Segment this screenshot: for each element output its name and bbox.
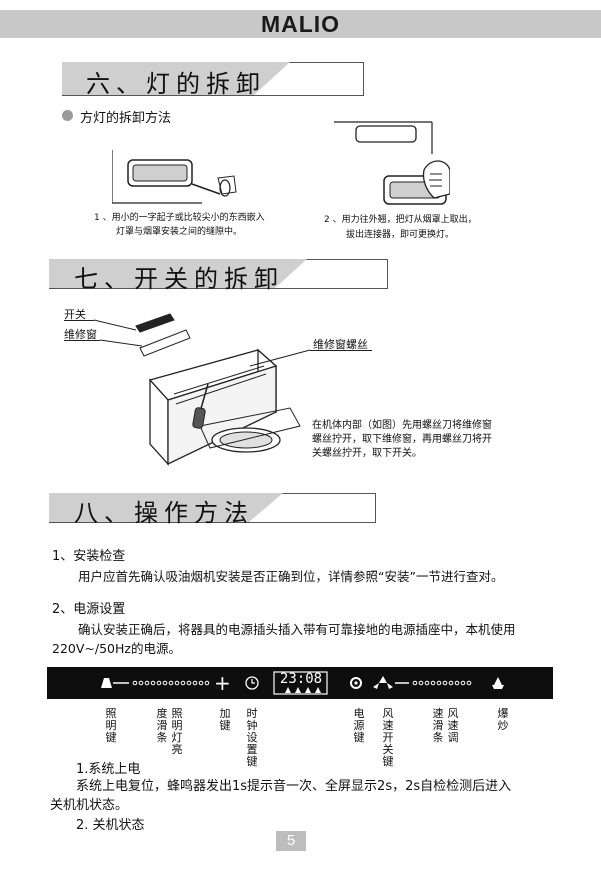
system-heading-2: 2. 关机状态 bbox=[76, 818, 145, 833]
display-fan-indicators bbox=[285, 687, 321, 693]
section8-title: 八、操作方法 bbox=[74, 499, 254, 527]
section6-step2-line1: 2 、用力往外翘，把灯从烟罩上取出， bbox=[324, 215, 477, 225]
range-hood-illustration bbox=[93, 313, 311, 466]
section6-title: 六、灯的拆卸 bbox=[86, 70, 266, 98]
section7-desc-line2: 螺丝拧开，取下维修窗，再用螺丝刀将开 bbox=[312, 434, 492, 445]
page-number: 5 bbox=[276, 831, 306, 851]
lamp-removal-illustration-2 bbox=[334, 121, 450, 205]
item1-text: 用户应首先确认吸油烟机安装是否正确到位，详情参照“安装”一节进行查对。 bbox=[78, 569, 504, 584]
item1-title: 1、安装检查 bbox=[52, 549, 126, 564]
label-fan-key: 风速开关键 bbox=[382, 707, 394, 768]
section6-subtitle: 方灯的拆卸方法 bbox=[80, 111, 172, 126]
section7-desc-line3: 关螺丝拧开，取下开关。 bbox=[312, 448, 422, 459]
section8-banner bbox=[49, 493, 283, 522]
label-window-underline bbox=[64, 340, 100, 341]
section6-step1-line2: 灯罩与烟罩安装之间的缝隙中。 bbox=[116, 227, 243, 237]
item2-text1: 确认安装正确后，将器具的电源插头插入带有可靠接地的电源插座中，本机使用 bbox=[78, 622, 516, 637]
lamp-removal-illustration-1 bbox=[112, 150, 237, 204]
label-light-key: 照明键 bbox=[105, 707, 117, 744]
label-screw: 维修窗螺丝 bbox=[313, 338, 368, 351]
label-switch: 开关 bbox=[64, 308, 86, 321]
item2-text2: 220V~/50Hz的电源。 bbox=[52, 641, 181, 656]
item2-title: 2、电源设置 bbox=[52, 602, 126, 617]
label-light-on: 照明灯亮 bbox=[171, 707, 183, 756]
label-switch-underline bbox=[64, 320, 94, 321]
label-plus-key: 加键 bbox=[219, 707, 231, 732]
system-text-1a: 系统上电复位，蜂鸣器发出1s提示音一次、全屏显示2s，2s自检检测后进入 bbox=[76, 779, 512, 794]
label-clock-key: 时钟设置键 bbox=[246, 707, 258, 768]
section7-title: 七、开关的拆卸 bbox=[74, 265, 284, 293]
section7-desc-line1: 在机体内部（如图）先用螺丝刀将维修窗 bbox=[312, 420, 492, 431]
bullet-dot bbox=[62, 110, 73, 121]
brand-logo: MALIO bbox=[260, 11, 341, 37]
system-heading-1: 1.系统上电 bbox=[76, 762, 141, 777]
header-bar bbox=[0, 10, 601, 38]
control-panel-graphics bbox=[101, 671, 504, 695]
label-fan-adjust: 风速调 bbox=[447, 707, 459, 744]
section6-step1-line1: 1 、用小的一字起子或比较尖小的东西嵌入 bbox=[94, 213, 265, 223]
clock-display: 23:08 bbox=[279, 671, 323, 687]
label-window: 维修窗 bbox=[64, 328, 97, 341]
system-text-1b: 关机机状态。 bbox=[50, 798, 129, 813]
plus-button[interactable]: + bbox=[214, 671, 231, 695]
section7-banner bbox=[49, 259, 307, 288]
label-screw-underline bbox=[310, 350, 372, 351]
label-power-key: 电源键 bbox=[353, 707, 365, 744]
section6-banner bbox=[62, 62, 290, 95]
section6-step2-line2: 拔出连接器，即可更换灯。 bbox=[346, 230, 455, 240]
label-boost: 爆炒 bbox=[497, 707, 509, 732]
label-speed-slider: 速滑条 bbox=[432, 707, 444, 744]
label-brightness-slider: 度滑条 bbox=[156, 707, 168, 744]
